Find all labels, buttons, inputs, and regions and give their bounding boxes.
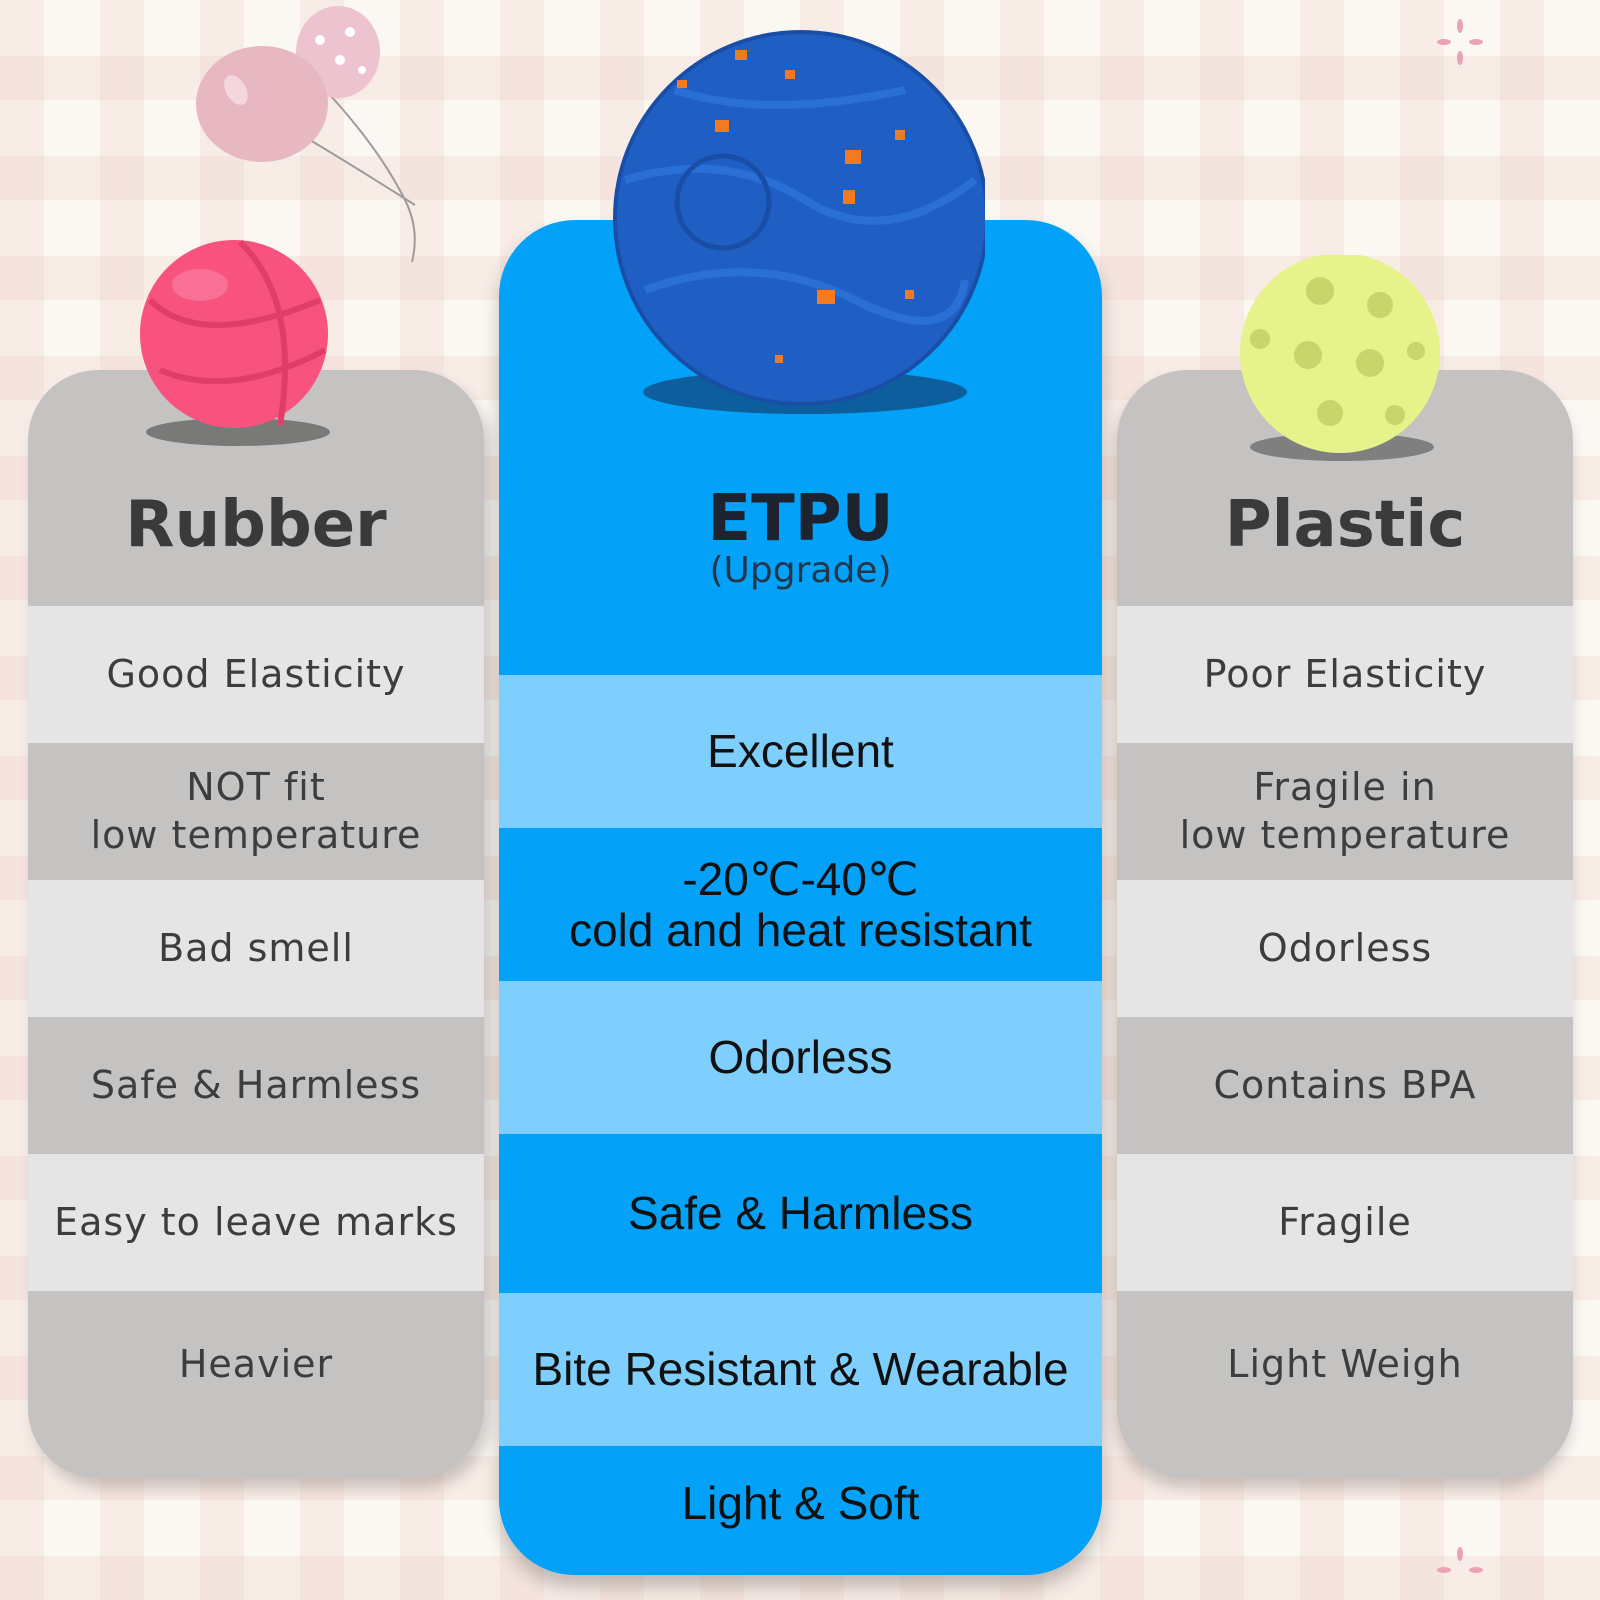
etpu-row-smell: Odorless — [499, 981, 1102, 1134]
etpu-title: ETPU — [707, 482, 894, 556]
rubber-row-safety: Safe & Harmless — [28, 1017, 484, 1154]
rubber-title: Rubber — [125, 488, 387, 562]
etpu-row-durability: Bite Resistant & Wearable — [499, 1293, 1102, 1446]
rubber-row-elasticity: Good Elasticity — [28, 606, 484, 743]
pink-rubber-ball-icon — [140, 240, 330, 446]
rubber-row-temperature: NOT fit low temperature — [28, 743, 484, 880]
plastic-row-weight: Light Weigh — [1117, 1291, 1573, 1478]
etpu-row-elasticity: Excellent — [499, 675, 1102, 828]
blue-etpu-ball-icon — [613, 30, 985, 414]
etpu-row-temperature: -20℃-40℃ cold and heat resistant — [499, 828, 1102, 981]
plastic-row-safety: Contains BPA — [1117, 1017, 1573, 1154]
rubber-row-weight: Heavier — [28, 1291, 484, 1478]
etpu-row-safety: Safe & Harmless — [499, 1134, 1102, 1293]
plastic-row-temperature: Fragile in low temperature — [1117, 743, 1573, 880]
plastic-row-elasticity: Poor Elasticity — [1117, 606, 1573, 743]
plastic-row-wear: Fragile — [1117, 1154, 1573, 1291]
rubber-row-wear: Easy to leave marks — [28, 1154, 484, 1291]
rubber-row-smell: Bad smell — [28, 880, 484, 1017]
etpu-subtitle: (Upgrade) — [709, 550, 892, 591]
plastic-column: Plastic Poor Elasticity Fragile in low t… — [1117, 370, 1573, 1478]
etpu-row-weight: Light & Soft — [499, 1446, 1102, 1575]
sparkle-icon — [1437, 19, 1483, 65]
plastic-title: Plastic — [1224, 488, 1466, 562]
plastic-row-smell: Odorless — [1117, 880, 1573, 1017]
etpu-column: ETPU (Upgrade) Excellent -20℃-40℃ cold a… — [499, 220, 1102, 1575]
balloon-icon — [196, 6, 416, 263]
sparkle-icon — [1437, 1547, 1483, 1573]
rubber-column: Rubber Good Elasticity NOT fit low tempe… — [28, 370, 484, 1478]
yellow-plastic-ball-icon — [1240, 255, 1440, 461]
